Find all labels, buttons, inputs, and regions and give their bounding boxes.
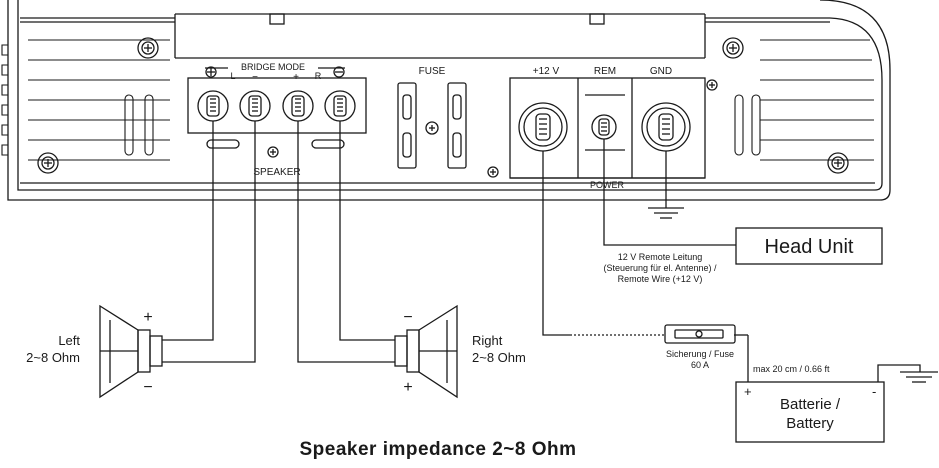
remote-wire bbox=[603, 139, 736, 246]
terminal-l-minus-label: − bbox=[252, 72, 258, 83]
plus12v-label: +12 V bbox=[533, 66, 560, 77]
battery-minus-label: - bbox=[872, 384, 876, 399]
terminal-r-label: R bbox=[315, 71, 322, 81]
remote-wire-label-3: Remote Wire (+12 V) bbox=[618, 274, 703, 284]
battery-plus-label: + bbox=[744, 384, 752, 399]
right-speaker-impedance: 2~8 Ohm bbox=[472, 350, 526, 365]
ground-icon bbox=[648, 151, 684, 219]
screw-icons bbox=[37, 37, 849, 178]
bridge-mode-label: BRIDGE MODE bbox=[241, 62, 305, 72]
fuse-rating-label-2: 60 A bbox=[691, 360, 709, 370]
battery-label-1: Batterie / bbox=[780, 396, 841, 413]
left-speaker-impedance: 2~8 Ohm bbox=[26, 350, 80, 365]
speaker-terminal-screws bbox=[197, 90, 356, 122]
battery-label-2: Battery bbox=[786, 415, 834, 432]
left-speaker-name: Left bbox=[58, 333, 80, 348]
fuse-label: FUSE bbox=[419, 66, 446, 77]
diagram-caption: Speaker impedance 2~8 Ohm bbox=[299, 439, 576, 460]
head-unit-box bbox=[735, 227, 883, 265]
battery-ground-icon bbox=[877, 364, 938, 383]
left-speaker-bottom-sign: − bbox=[143, 379, 152, 396]
right-heatsink bbox=[734, 39, 874, 161]
right-speaker-name: Right bbox=[472, 333, 503, 348]
left-speaker-icon bbox=[99, 304, 163, 399]
inline-fuse-icon bbox=[664, 324, 736, 344]
power-terminal-block bbox=[509, 77, 706, 179]
right-speaker-bottom-sign: + bbox=[403, 379, 412, 396]
right-speaker-top-sign: − bbox=[403, 309, 412, 326]
battery-box bbox=[735, 381, 885, 443]
speaker-label: SPEAKER bbox=[253, 167, 300, 178]
right-speaker-icon bbox=[394, 304, 458, 399]
fuse-rating-label-1: Sicherung / Fuse bbox=[666, 349, 734, 359]
head-unit-label: Head Unit bbox=[765, 236, 854, 258]
power-wire bbox=[542, 151, 749, 382]
fuse-holder bbox=[397, 82, 467, 169]
gnd-label: GND bbox=[650, 66, 672, 77]
rem-label: REM bbox=[594, 66, 616, 77]
amplifier-body bbox=[7, 0, 891, 201]
terminal-l-label: L bbox=[230, 71, 235, 81]
left-speaker-top-sign: + bbox=[143, 309, 152, 326]
remote-wire-label-2: (Steuerung für el. Antenne) / bbox=[603, 263, 717, 273]
terminal-r-plus-label: + bbox=[293, 72, 299, 83]
speaker-terminal-block bbox=[187, 67, 367, 149]
plus-minus-circle-icons bbox=[205, 66, 345, 78]
left-heatsink bbox=[1, 39, 170, 161]
speaker-wires bbox=[162, 121, 395, 363]
power-label: POWER bbox=[590, 180, 625, 190]
remote-wire-label-1: 12 V Remote Leitung bbox=[618, 252, 703, 262]
fuse-distance-label: max 20 cm / 0.66 ft bbox=[753, 364, 830, 374]
power-terminal-screws bbox=[518, 102, 691, 152]
